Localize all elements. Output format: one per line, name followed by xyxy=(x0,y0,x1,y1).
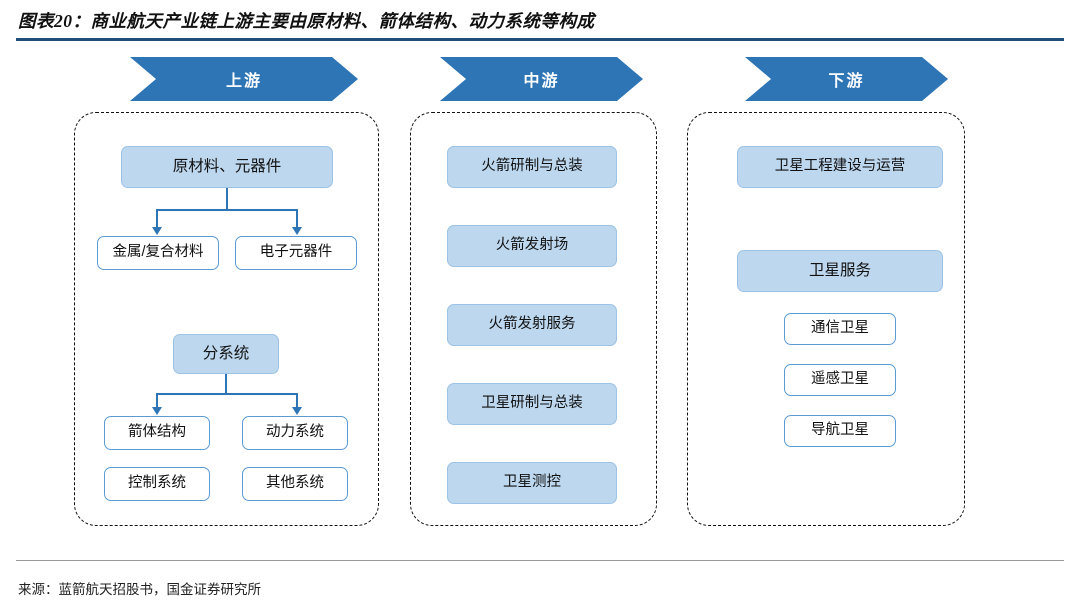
node-satellite-service[interactable]: 卫星服务 xyxy=(737,250,943,292)
connector-sub-stem xyxy=(225,374,227,394)
connector-sub-right xyxy=(296,393,298,409)
node-remote-sensing-satellite[interactable]: 遥感卫星 xyxy=(784,364,896,396)
node-launch-site[interactable]: 火箭发射场 xyxy=(447,225,617,267)
column-header-midstream: 中游 xyxy=(440,57,643,101)
node-satellite-tracking[interactable]: 卫星测控 xyxy=(447,462,617,504)
node-rocket-structure[interactable]: 箭体结构 xyxy=(104,416,210,450)
node-launch-service[interactable]: 火箭发射服务 xyxy=(447,304,617,346)
connector-sub-left xyxy=(156,393,158,409)
page-title: 图表20：商业航天产业链上游主要由原材料、箭体结构、动力系统等构成 xyxy=(18,11,595,31)
connector-raw-stem xyxy=(226,188,228,210)
node-electronic-components[interactable]: 电子元器件 xyxy=(235,236,357,270)
connector-raw-right xyxy=(296,209,298,229)
arrow-sub-left-icon xyxy=(152,407,162,415)
source-note: 来源：蓝箭航天招股书，国金证券研究所 xyxy=(18,582,261,597)
footer-divider xyxy=(16,560,1064,561)
node-subsystems[interactable]: 分系统 xyxy=(173,334,279,374)
node-satellite-engineering-operation[interactable]: 卫星工程建设与运营 xyxy=(737,146,943,188)
connector-sub-bus xyxy=(156,393,297,395)
arrow-raw-left-icon xyxy=(152,227,162,235)
column-header-downstream: 下游 xyxy=(745,57,948,101)
node-control-system[interactable]: 控制系统 xyxy=(104,467,210,501)
node-navigation-satellite[interactable]: 导航卫星 xyxy=(784,415,896,447)
node-power-system[interactable]: 动力系统 xyxy=(242,416,348,450)
arrow-raw-right-icon xyxy=(292,227,302,235)
node-other-system[interactable]: 其他系统 xyxy=(242,467,348,501)
connector-raw-left xyxy=(156,209,158,229)
arrow-sub-right-icon xyxy=(292,407,302,415)
node-satellite-development-assembly[interactable]: 卫星研制与总装 xyxy=(447,383,617,425)
node-raw-materials[interactable]: 原材料、元器件 xyxy=(121,146,333,188)
column-header-upstream: 上游 xyxy=(130,57,358,101)
node-rocket-development-assembly[interactable]: 火箭研制与总装 xyxy=(447,146,617,188)
node-communication-satellite[interactable]: 通信卫星 xyxy=(784,313,896,345)
connector-raw-bus xyxy=(156,209,297,211)
node-metal-composite[interactable]: 金属/复合材料 xyxy=(97,236,219,270)
title-divider xyxy=(16,38,1064,41)
